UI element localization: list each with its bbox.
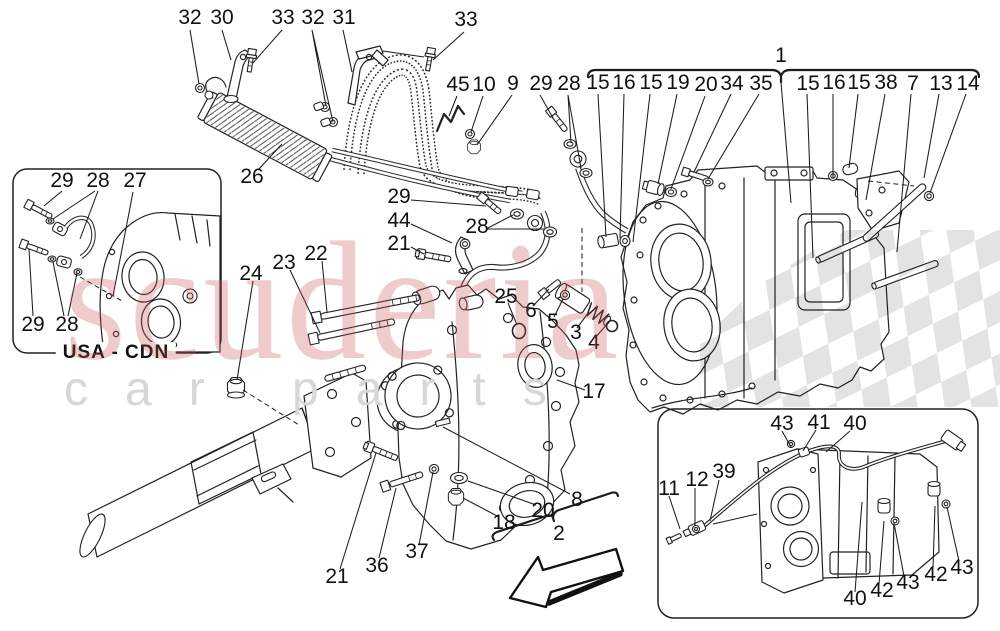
checkered-flag-watermark	[700, 230, 1000, 407]
part-callout-6: 6	[525, 299, 537, 322]
part-callout-38: 38	[874, 71, 898, 94]
part-callout-20: 20	[694, 73, 718, 96]
part-callout-4: 4	[588, 331, 600, 354]
part-callout-34: 34	[720, 72, 744, 95]
part-callout-28: 28	[86, 169, 110, 192]
oil-cooler-drawing	[194, 76, 333, 183]
part-callout-40: 40	[843, 412, 867, 435]
part-callout-37: 37	[405, 540, 429, 563]
part-callout-13: 13	[929, 72, 953, 95]
usa-cdn-inset-box	[12, 168, 222, 354]
part-callout-14: 14	[956, 72, 980, 95]
part-callout-2: 2	[553, 522, 565, 545]
part-callout-15: 15	[847, 71, 871, 94]
part-callout-11: 11	[658, 477, 680, 500]
part-callout-18: 18	[492, 511, 516, 534]
part-callout-42: 42	[870, 579, 894, 602]
part-callout-42: 42	[924, 563, 948, 586]
part-callout-16: 16	[822, 71, 846, 94]
part-callout-41: 41	[807, 411, 831, 434]
part-callout-25: 25	[494, 285, 518, 308]
part-callout-8: 8	[571, 488, 583, 511]
direction-arrow	[508, 547, 625, 609]
part-callout-35: 35	[749, 72, 773, 95]
part-callout-28: 28	[465, 215, 489, 238]
part-callout-43: 43	[950, 556, 974, 579]
part-callout-39: 39	[712, 460, 736, 483]
part-callout-19: 19	[666, 71, 690, 94]
part-callout-33: 33	[271, 6, 295, 29]
part-callout-45: 45	[446, 73, 470, 96]
part-callout-15: 15	[639, 71, 663, 94]
part-callout-15: 15	[796, 72, 820, 95]
part-callout-21: 21	[387, 232, 411, 255]
part-callout-29: 29	[50, 169, 74, 192]
part-callout-5: 5	[547, 310, 559, 333]
part-callout-10: 10	[472, 73, 496, 96]
part-callout-36: 36	[365, 554, 389, 577]
part-callout-29: 29	[21, 313, 45, 336]
mounting-brackets-drawing	[223, 45, 481, 155]
part-callout-12: 12	[685, 468, 709, 491]
part-callout-32: 32	[301, 6, 325, 29]
leader-lines	[28, 29, 967, 593]
part-callout-43: 43	[770, 412, 794, 435]
speedo-cable-inset-box	[657, 408, 979, 619]
part-callout-43: 43	[896, 571, 920, 594]
part-callout-27: 27	[123, 169, 147, 192]
part-callout-40: 40	[843, 587, 867, 610]
part-callout-3: 3	[570, 321, 582, 344]
part-callout-28: 28	[55, 313, 79, 336]
part-callout-23: 23	[272, 251, 296, 274]
part-callout-15: 15	[586, 71, 610, 94]
part-callout-33: 33	[454, 8, 478, 31]
group-1-bracket	[586, 68, 981, 84]
part-callout-17: 17	[582, 380, 606, 403]
part-callout-24: 24	[239, 262, 263, 285]
part-callout-1: 1	[775, 44, 787, 67]
part-callout-21: 21	[325, 565, 349, 588]
part-callout-20: 20	[531, 499, 555, 522]
part-callout-22: 22	[304, 242, 328, 265]
part-callout-44: 44	[387, 209, 411, 232]
part-callout-30: 30	[210, 6, 234, 29]
part-callout-7: 7	[907, 72, 919, 95]
part-callout-29: 29	[387, 185, 411, 208]
part-callout-32: 32	[178, 6, 202, 29]
group-2-bracket	[491, 491, 620, 542]
part-callout-28: 28	[557, 72, 581, 95]
part-callout-26: 26	[240, 165, 264, 188]
banjo-fittings-drawing	[476, 105, 593, 238]
usa-cdn-label: USA - CDN	[55, 342, 177, 364]
part-callout-16: 16	[612, 71, 636, 94]
seal-and-detent-parts-drawing	[226, 247, 619, 506]
part-callout-31: 31	[332, 6, 356, 29]
part-callout-29: 29	[529, 72, 553, 95]
part-callout-9: 9	[507, 72, 519, 95]
